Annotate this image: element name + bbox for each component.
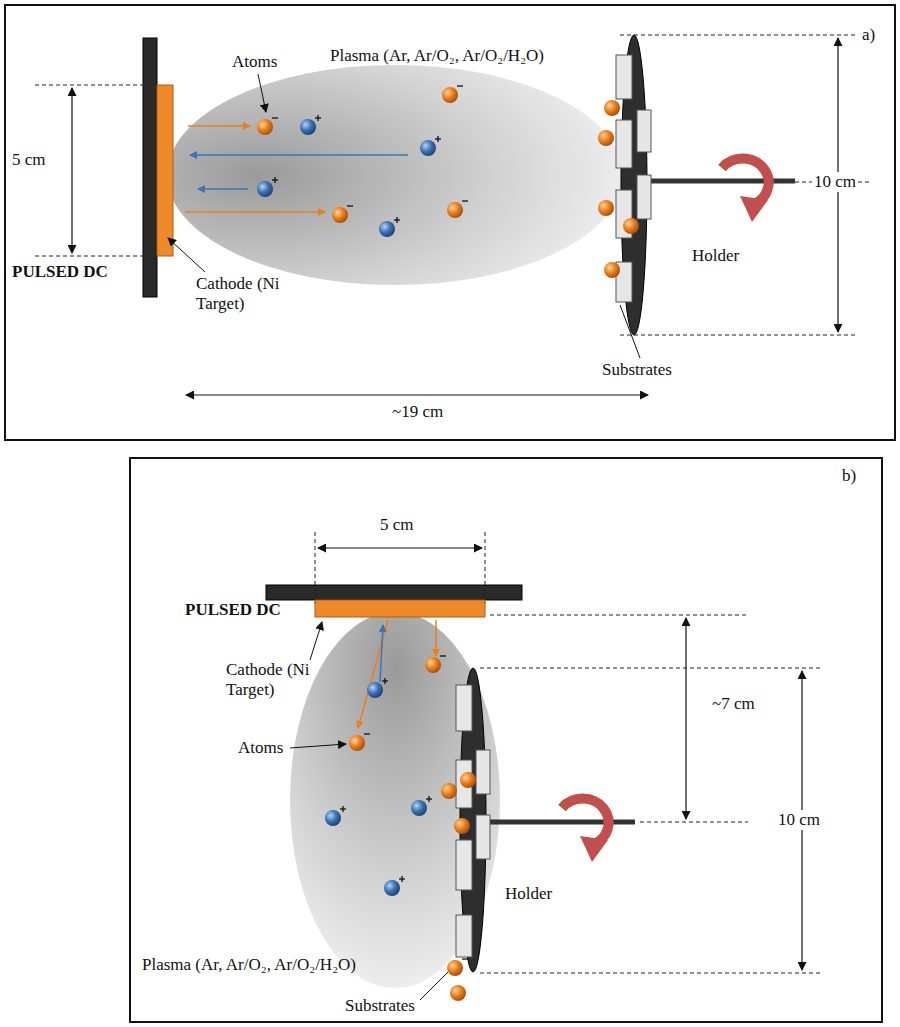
ion-particle — [379, 221, 395, 237]
charge-sign — [396, 217, 397, 223]
atom-particle — [454, 818, 470, 834]
plasma-label: Plasma (Ar, Ar/O₂, Ar/O₂/H₂O) — [142, 955, 356, 975]
callout-label: Holder — [505, 884, 552, 904]
power-label: PULSED DC — [185, 600, 281, 620]
atom-particle — [598, 200, 614, 216]
charge-sign — [428, 796, 429, 802]
atom-particle — [257, 119, 273, 135]
callout-label: Holder — [692, 246, 739, 266]
atom-particle — [425, 657, 441, 673]
dimension: 5 cm — [10, 150, 48, 170]
charge-sign — [384, 678, 385, 684]
ion-particle — [420, 140, 436, 156]
ion-particle — [257, 181, 273, 197]
callout-label: Atoms — [232, 52, 277, 72]
atom-particle — [604, 262, 620, 278]
callout-label: Substrates — [345, 996, 415, 1016]
atom-particle — [442, 87, 458, 103]
atom-particle — [332, 207, 348, 223]
dimension: 10 cm — [776, 810, 822, 830]
callout-label: Substrates — [602, 360, 672, 380]
atom-particle — [441, 783, 457, 799]
panel-letter: b) — [842, 466, 856, 486]
dimension: ~7 cm — [712, 694, 755, 714]
charge-sign — [364, 733, 370, 734]
atom-particle — [604, 100, 620, 116]
ion-particle — [325, 810, 341, 826]
atom-particle — [623, 218, 639, 234]
dimension: ~19 cm — [392, 402, 443, 422]
callout-label: Cathode (Ni Target) — [226, 660, 316, 699]
atom-particle — [349, 735, 365, 751]
charge-sign — [462, 200, 468, 201]
power-label: PULSED DC — [12, 262, 108, 282]
charge-sign — [317, 115, 318, 121]
dimension: 10 cm — [812, 172, 858, 192]
plasma-label: Plasma (Ar, Ar/O₂, Ar/O₂/H₂O) — [330, 46, 544, 66]
panel-letter: a) — [862, 25, 875, 45]
atom-particle — [450, 985, 466, 1001]
ion-particle — [384, 880, 400, 896]
charge-sign — [462, 958, 468, 959]
charge-sign — [437, 136, 438, 142]
charge-sign — [401, 876, 402, 882]
charge-sign — [342, 806, 343, 812]
charge-sign — [272, 117, 278, 118]
ion-particle — [367, 682, 383, 698]
callout-label: Cathode (Ni Target) — [196, 274, 286, 313]
charge-sign — [347, 205, 353, 206]
atom-particle — [460, 772, 476, 788]
atom-particle — [447, 960, 463, 976]
charge-sign — [274, 177, 275, 183]
dimension: 5 cm — [380, 515, 414, 535]
atom-particle — [598, 130, 614, 146]
ion-particle — [411, 800, 427, 816]
charge-sign — [440, 655, 446, 656]
charge-sign — [457, 85, 463, 86]
ion-particle — [300, 119, 316, 135]
atom-particle — [447, 202, 463, 218]
callout-label: Atoms — [238, 738, 283, 758]
